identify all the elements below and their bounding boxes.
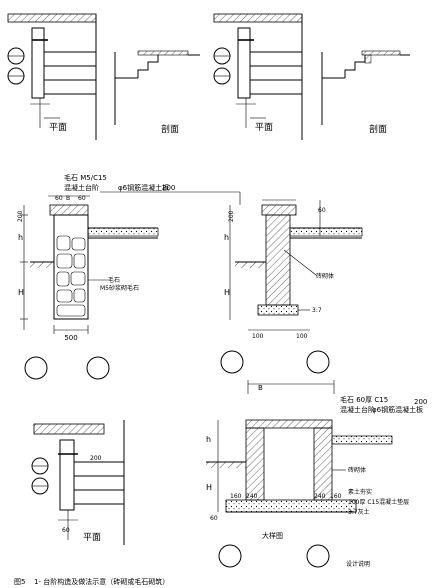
material-label: 毛石 M5/C15 [64,173,107,182]
view-label-plan: 平面 [83,532,101,543]
figure-caption: 1- 台阶构造及做法示意（砖砌或毛石砌筑） [34,577,169,586]
note-label: 砖砌体 [348,466,366,474]
plan-view-2: 平面 [213,13,303,140]
tree-symbol [220,350,244,374]
view-label-plan: 平面 [49,122,67,133]
dim-label: 60 [210,515,218,522]
wall-slab [7,13,97,23]
dim-label: 200 [228,210,235,222]
brick-wall-right [313,427,333,501]
tree-symbol [218,544,242,568]
material-label: 毛石 60厚 C15 [340,395,388,404]
dim-label: 60 [62,527,70,534]
note-label: 素土夯实 [348,488,372,496]
plan-view-1: 平面 [7,13,97,140]
dim-label: h [224,233,229,242]
sheet-note: 设计说明 [346,560,370,568]
rebar-note: φ6钢筋混凝土板 [118,183,169,192]
dim-label: h [18,233,23,242]
dim-label: H [206,483,212,492]
section-view-1: 剖面 [114,50,200,135]
tree-symbol [86,356,110,380]
brick-wall [265,214,291,306]
figure-number: 图5 [14,578,25,586]
dim-label: 200 [162,184,175,192]
dim-label: B [258,384,263,392]
note-label: 100厚 C15混凝土垫层 [348,498,409,506]
dim-label: 60 [55,195,63,202]
dim-label: 60 [78,195,86,202]
view-label-plan: 平面 [255,122,273,133]
dim-label: 240 [314,493,326,500]
dim-label: H [18,288,24,297]
concrete-base [225,499,357,513]
dim-label: 100 [252,333,264,340]
note-label: 砖砌体 [316,272,334,280]
detail-c-brick-box: B 毛石 60厚 C15 混凝土台阶 φ6钢筋混凝土板 200 h H 160 … [206,380,427,522]
top-layer-label: 混凝土台阶 [340,405,375,414]
note-label: 毛石 [108,276,120,284]
dim-label: B [66,195,70,202]
dim-label: 100 [296,333,308,340]
note-label: M5砂浆砌毛石 [100,284,139,292]
dim-label: 240 [246,493,258,500]
stone-wall [53,214,89,320]
note-label: 3:7 [312,307,322,314]
section-view-2: 剖面 [321,50,410,135]
dim-label: 200 [414,398,427,406]
dim-label: 500 [64,334,77,342]
tree-symbol [306,350,330,374]
dim-label: H [224,288,230,297]
step-slab [49,204,89,216]
tree-symbol [24,356,48,380]
detail-a-stone-step: 毛石 M5/C15 混凝土台阶 φ6钢筋混凝土板 200 60 B 60 200… [17,173,241,342]
detail-label: 大样图 [262,531,283,540]
view-label-section: 剖面 [161,123,179,135]
note-label: 3:7灰土 [348,508,370,516]
dim-label: 160 [230,493,242,500]
rebar-note: φ6钢筋混凝土板 [372,405,423,414]
base-pad [257,304,299,316]
detail-b-brick-step: 砖砌体 3:7 200 h H 60 100 100 [224,199,363,340]
brick-wall-left [245,427,265,501]
tree-symbol [306,544,330,568]
dim-label: 60 [318,207,326,214]
view-label-section: 剖面 [369,123,387,135]
dim-label: h [206,435,211,444]
plan-view-3: 200 60 平面 [31,420,125,545]
dim-label: 160 [330,493,342,500]
dim-label: 200 [90,455,102,462]
dim-label: 200 [17,210,24,222]
top-layer-label: 混凝土台阶 [64,183,99,192]
